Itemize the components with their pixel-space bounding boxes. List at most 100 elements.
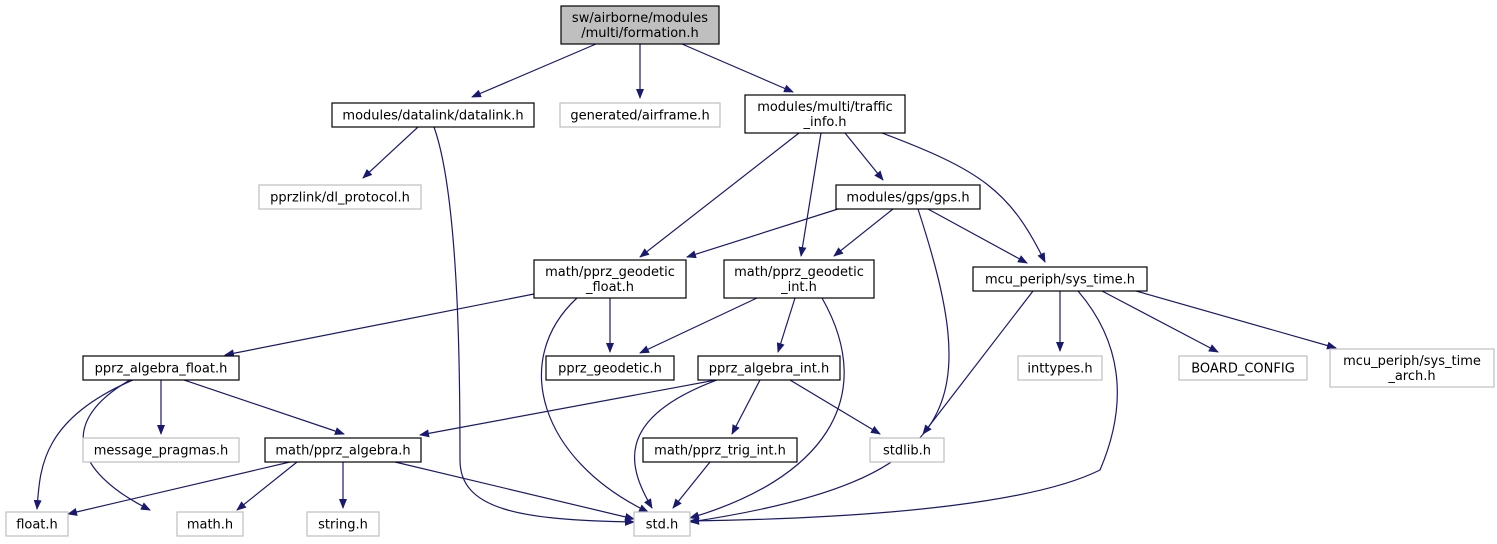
- node-label: std.h: [646, 518, 679, 533]
- node-stdlib: stdlib.h: [869, 437, 945, 463]
- node-label: /multi/formation.h: [581, 26, 699, 41]
- node-box: [1329, 348, 1495, 388]
- node-algfloat[interactable]: pprz_algebra_float.h: [82, 355, 240, 381]
- edge-traffic-to-gps: [844, 132, 884, 181]
- edge-arrow: [798, 132, 822, 257]
- node-box: [723, 259, 875, 299]
- node-box: [835, 184, 981, 210]
- node-label: modules/multi/traffic: [757, 100, 893, 115]
- node-label: pprzlink/dl_protocol.h: [270, 191, 410, 206]
- edge-arrow: [789, 379, 881, 435]
- node-float: float.h: [5, 511, 69, 537]
- edge-algint-to-trigint: [731, 379, 761, 435]
- nodes-layer: sw/airborne/modules/multi/formation.h mod…: [5, 5, 1495, 537]
- node-label: stdlib.h: [883, 444, 931, 459]
- edge-arrow: [927, 208, 1028, 264]
- node-label: generated/airframe.h: [570, 109, 709, 124]
- node-formation[interactable]: sw/airborne/modules/multi/formation.h: [560, 5, 720, 45]
- edge-systime-to-stdlib: [922, 290, 1034, 435]
- edge-arrow: [881, 132, 1046, 263]
- edge-arrow: [236, 461, 298, 511]
- edge-arrow: [689, 297, 845, 520]
- edge-algebra-to-std: [394, 461, 635, 521]
- node-box: [545, 355, 675, 381]
- node-label: math/pprz_geodetic: [545, 265, 675, 280]
- node-box: [633, 511, 691, 537]
- node-label: pprz_geodetic.h: [558, 362, 662, 377]
- edge-arrow: [681, 43, 794, 93]
- edge-geofloat-to-std: [541, 297, 649, 513]
- node-box: [642, 437, 798, 463]
- node-string: string.h: [306, 511, 380, 537]
- edge-algfloat-to-algebra: [183, 379, 345, 435]
- node-label: math.h: [187, 518, 233, 533]
- node-trigint[interactable]: math/pprz_trig_int.h: [642, 437, 798, 463]
- edge-formation-to-traffic: [681, 43, 794, 93]
- node-box: [82, 437, 240, 463]
- edge-geoint-to-algint: [776, 297, 796, 353]
- node-board: BOARD_CONFIG: [1178, 355, 1308, 381]
- edge-arrow: [433, 126, 635, 526]
- node-gps[interactable]: modules/gps/gps.h: [835, 184, 981, 210]
- edge-arrow: [922, 290, 1034, 435]
- node-datalink[interactable]: modules/datalink/datalink.h: [331, 102, 535, 128]
- node-label: _arch.h: [1387, 369, 1435, 384]
- edge-systime-to-std: [689, 290, 1118, 525]
- node-label: inttypes.h: [1027, 362, 1092, 377]
- edge-systime-to-sysarch: [1121, 286, 1337, 350]
- node-algebra[interactable]: math/pprz_algebra.h: [264, 437, 422, 463]
- edge-arrow: [639, 132, 800, 258]
- edge-geoint-to-geodetic: [639, 297, 758, 354]
- node-geodetic[interactable]: pprz_geodetic.h: [545, 355, 675, 381]
- edge-systime-to-board: [1101, 290, 1219, 353]
- node-label: mcu_periph/sys_time: [1343, 354, 1481, 369]
- node-box: [533, 259, 687, 299]
- edge-algint-to-stdlib: [789, 379, 881, 435]
- edge-arrow: [1101, 290, 1219, 353]
- node-label: pprz_algebra_float.h: [95, 362, 228, 377]
- node-label: _info.h: [802, 115, 846, 130]
- node-box: [306, 511, 380, 537]
- edge-arrow: [541, 297, 649, 513]
- edge-arrow: [689, 290, 1118, 525]
- edge-gps-to-systime: [927, 208, 1028, 264]
- node-box: [82, 355, 240, 381]
- edge-formation-to-datalink: [471, 43, 597, 98]
- node-pragmas: message_pragmas.h: [82, 437, 240, 463]
- edge-arrow: [33, 379, 134, 510]
- node-label: math/pprz_trig_int.h: [654, 444, 786, 459]
- node-box: [972, 266, 1148, 292]
- node-systime[interactable]: mcu_periph/sys_time.h: [972, 266, 1148, 292]
- edge-arrow: [833, 208, 894, 257]
- edges-layer: [33, 43, 1337, 526]
- node-math: math.h: [176, 511, 244, 537]
- node-geofloat[interactable]: math/pprz_geodetic_float.h: [533, 259, 687, 299]
- node-box: [1017, 355, 1103, 381]
- edge-arrow: [731, 379, 761, 435]
- edge-arrow: [844, 132, 884, 181]
- node-dlproto: pprzlink/dl_protocol.h: [258, 184, 422, 210]
- node-label: math/pprz_algebra.h: [275, 444, 410, 459]
- edge-traffic-to-geoint: [798, 132, 822, 257]
- node-label: message_pragmas.h: [94, 444, 229, 459]
- edge-algfloat-to-float: [33, 379, 134, 510]
- node-traffic[interactable]: modules/multi/traffic_info.h: [744, 94, 906, 134]
- edge-arrow: [362, 126, 419, 179]
- node-std: std.h: [633, 511, 691, 537]
- node-label: float.h: [16, 518, 58, 533]
- edge-trigint-to-std: [672, 461, 711, 509]
- node-algint[interactable]: pprz_algebra_int.h: [697, 355, 841, 381]
- node-label: math/pprz_geodetic: [734, 265, 864, 280]
- node-label: modules/datalink/datalink.h: [342, 109, 523, 124]
- node-geoint[interactable]: math/pprz_geodetic_int.h: [723, 259, 875, 299]
- node-box: [744, 94, 906, 134]
- node-box: [331, 102, 535, 128]
- edge-arrow: [471, 43, 597, 98]
- edge-arrow: [419, 379, 717, 438]
- node-label: _float.h: [585, 280, 634, 295]
- edge-arrow: [183, 379, 345, 435]
- node-box: [560, 5, 720, 45]
- edge-datalink-to-std: [433, 126, 635, 526]
- node-label: modules/gps/gps.h: [846, 191, 969, 206]
